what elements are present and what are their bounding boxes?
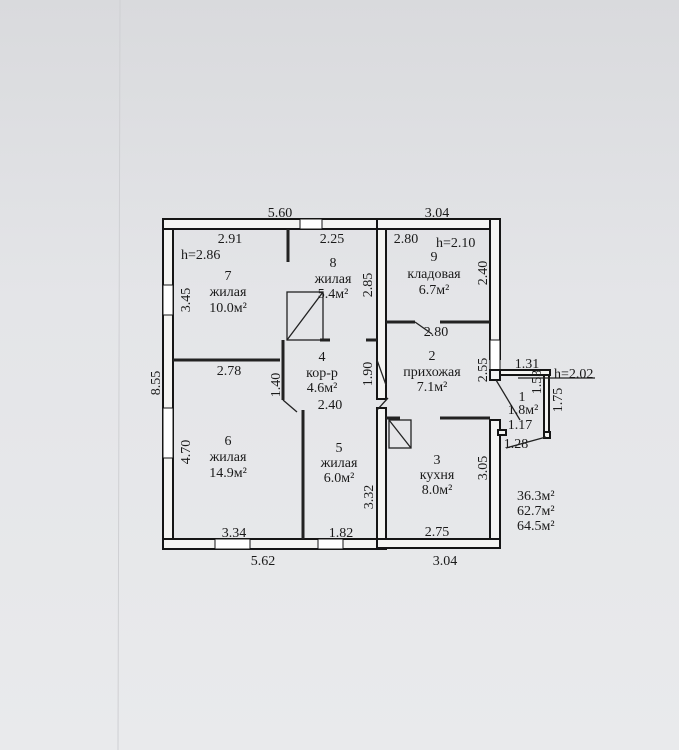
- room-8-number: 8: [330, 256, 337, 271]
- dim-r4-right: 1.90: [361, 362, 376, 387]
- room-9-number: 9: [431, 250, 438, 265]
- dim-r8-top: 2.25: [320, 232, 345, 247]
- room-4-number: 4: [319, 350, 326, 365]
- room-1-area: 1.8м²: [508, 403, 539, 418]
- dim-left: 8.55: [149, 371, 164, 396]
- dimensions: 5.60 3.04 5.62 3.04 8.55 2.91 3.45 2.25 …: [149, 206, 566, 569]
- dim-top-right: 3.04: [425, 206, 450, 221]
- dim-porch-a: 1.17: [508, 418, 533, 433]
- dim-r9-top: 2.80: [394, 232, 419, 247]
- room-8-name: жилая: [314, 272, 352, 287]
- walls: [162, 218, 551, 550]
- dim-r7-top: 2.91: [218, 232, 243, 247]
- room-9-area: 6.7м²: [419, 283, 450, 298]
- room-1-number: 1: [519, 390, 526, 405]
- dim-r6-top: 2.78: [217, 364, 242, 379]
- dim-r8-side: 2.85: [361, 273, 376, 298]
- room-5-area: 6.0м²: [324, 471, 355, 486]
- dim-porch-b: 1.28: [504, 437, 529, 452]
- total-living: 36.3м²: [517, 489, 555, 504]
- dim-r5-side: 3.32: [362, 485, 377, 510]
- paper-fold: [117, 0, 121, 750]
- dim-r6-side: 4.70: [179, 440, 194, 465]
- room-3-number: 3: [434, 453, 441, 468]
- dim-porch-top: 1.31: [515, 357, 540, 372]
- dim-r2-top: 2.80: [424, 325, 449, 340]
- dim-r4-side: 1.40: [269, 373, 284, 398]
- room-3-name: кухня: [420, 468, 455, 483]
- room-7-area: 10.0м²: [209, 301, 247, 316]
- dim-top-left: 5.60: [268, 206, 293, 221]
- room-5-number: 5: [336, 441, 343, 456]
- room-4-name: кор-р: [306, 366, 338, 381]
- height-porch: h=2.02: [554, 367, 593, 382]
- dim-r6-bottom: 3.34: [222, 526, 247, 541]
- area-totals: 36.3м² 62.7м² 64.5м²: [517, 489, 555, 534]
- dim-r4-bottom: 2.40: [318, 398, 343, 413]
- room-labels: 7 жилая 10.0м² 8 жилая 5.4м² 9 кладовая …: [209, 250, 539, 498]
- dim-porch-in: 1.53: [530, 370, 545, 395]
- dim-r7-side: 3.45: [179, 288, 194, 313]
- dim-r9-side: 2.40: [476, 261, 491, 286]
- room-2-number: 2: [429, 349, 436, 364]
- room-4-area: 4.6м²: [307, 381, 338, 396]
- dim-r2-side: 2.55: [476, 358, 491, 383]
- total-overall: 64.5м²: [517, 519, 555, 534]
- room-6-name: жилая: [209, 450, 247, 465]
- total-general: 62.7м²: [517, 504, 555, 519]
- heights: h=2.86 h=2.10 h=2.02: [181, 236, 593, 382]
- dim-porch-out: 1.75: [551, 388, 566, 413]
- room-3-area: 8.0м²: [422, 483, 453, 498]
- dim-r5-bottom: 1.82: [329, 526, 354, 541]
- room-8-area: 5.4м²: [318, 287, 349, 302]
- height-storage: h=2.10: [436, 236, 475, 251]
- dim-bottom-left: 5.62: [251, 554, 276, 569]
- partitions: [173, 229, 595, 539]
- room-2-name: прихожая: [403, 365, 461, 380]
- room-6-number: 6: [225, 434, 232, 449]
- room-7-name: жилая: [209, 285, 247, 300]
- room-6-area: 14.9м²: [209, 466, 247, 481]
- room-2-area: 7.1м²: [417, 380, 448, 395]
- dim-r3-bottom: 2.75: [425, 525, 450, 540]
- room-9-name: кладовая: [407, 267, 461, 282]
- dim-bottom-right: 3.04: [433, 554, 458, 569]
- height-main: h=2.86: [181, 248, 220, 263]
- dim-r3-side: 3.05: [476, 456, 491, 481]
- room-5-name: жилая: [320, 456, 358, 471]
- room-7-number: 7: [225, 269, 232, 284]
